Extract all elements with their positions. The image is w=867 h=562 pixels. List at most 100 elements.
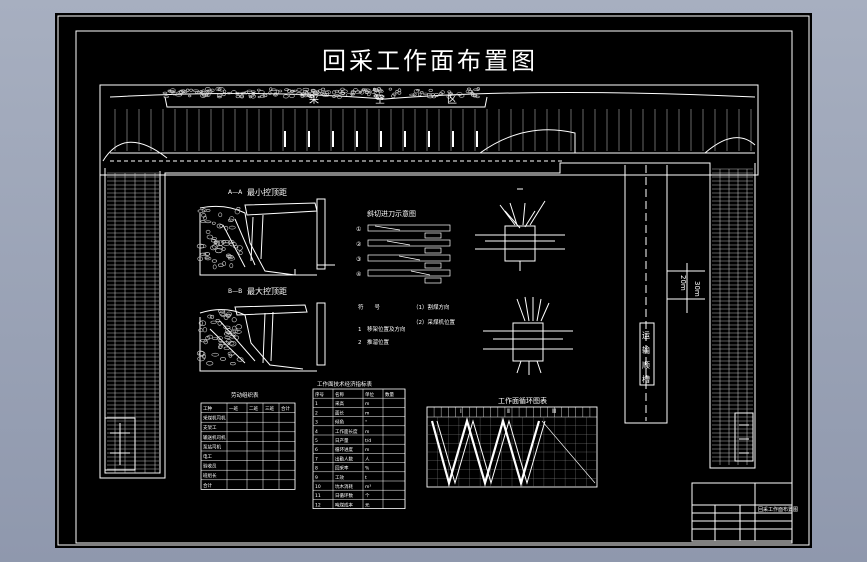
right-bottom-box	[734, 412, 754, 462]
tech-cell: 8	[315, 466, 318, 472]
tech-cell: 日产量	[335, 437, 349, 444]
tech-cell: 7	[315, 456, 318, 462]
tech-cell: 循环进度	[335, 446, 353, 453]
tech-header: 单位	[365, 391, 374, 398]
tech-cell: m³	[365, 484, 371, 490]
transport-roadway	[624, 165, 668, 424]
tech-header: 序号	[315, 391, 324, 398]
dimension-lines	[667, 263, 705, 313]
cycle-diagonal	[541, 420, 596, 484]
dim-20m: 20m	[679, 275, 687, 291]
goaf-char-2: 空	[375, 93, 385, 106]
tech-cell: m	[365, 448, 369, 453]
cycle-section-2: Ⅱ	[507, 408, 510, 415]
tech-cell: t	[365, 475, 367, 481]
tech-cell: 11	[315, 493, 321, 499]
personnel-header: 工种	[203, 405, 212, 412]
tech-cell: 5	[315, 438, 318, 444]
tech-cell: 12	[315, 502, 321, 508]
personnel-row-label: 电工	[203, 453, 212, 460]
title-block-name: 回采工作面布置图	[758, 506, 798, 513]
tech-cell: t/d	[365, 438, 371, 444]
tech-cell: 元	[365, 502, 370, 508]
roadway-char-2: 输	[642, 345, 650, 355]
tech-cell: 日循环数	[335, 492, 353, 499]
personnel-table: 工种一班二班三班合计采煤机司机支架工输送机司机泵站司机电工验收员班组长合计	[200, 402, 296, 490]
cycle-line	[430, 417, 541, 488]
outer-frame	[57, 15, 810, 546]
tech-cell: 回采率	[335, 465, 349, 472]
legend-item-2: （1）割煤方向	[413, 303, 450, 311]
section-a-drawing	[196, 198, 335, 276]
tech-cell: 10	[315, 484, 321, 490]
tech-cell: 个	[365, 493, 370, 499]
tech-table-title: 工作面技术经济指标表	[317, 380, 373, 388]
drawing-sheet: 回采工作面布置图 采 空 区 运 输 顺 槽 20m 30m	[55, 13, 812, 548]
personnel-header: 三班	[265, 405, 274, 412]
personnel-row-label: 输送机司机	[203, 434, 226, 441]
cycle-chart	[426, 406, 598, 488]
section-b-title: 最大控顶距	[247, 286, 287, 296]
section-b-drawing	[196, 302, 326, 372]
cut-step-4: ④	[356, 271, 361, 278]
tech-cell: 6	[315, 447, 318, 453]
cycle-section-3: Ⅲ	[552, 408, 556, 415]
support-diagram-bottom	[483, 296, 573, 375]
drawing-title: 回采工作面布置图	[322, 47, 538, 75]
right-roadway	[712, 168, 753, 465]
tech-cell: 4	[315, 429, 318, 435]
cycle-section-1: Ⅰ	[460, 408, 462, 415]
cut-diagram-title: 斜切进刀示意图	[367, 209, 416, 218]
personnel-row-label: 泵站司机	[203, 443, 221, 450]
tech-cell: 坑木消耗	[335, 483, 353, 490]
legend-item-1: 符 号	[358, 303, 381, 311]
tech-cell: 3	[315, 420, 318, 426]
roadway-char-4: 槽	[642, 374, 650, 384]
personnel-row-label: 支架工	[203, 424, 217, 431]
personnel-row-label: 验收员	[203, 463, 217, 470]
legend-item-4: 1 移架位置及方向	[358, 325, 406, 333]
cut-step-1: ①	[356, 226, 361, 233]
goaf-char-1: 采	[309, 94, 319, 106]
tech-cell: 吨煤成本	[335, 501, 353, 508]
personnel-header: 合计	[281, 405, 290, 412]
dim-30m: 30m	[693, 281, 701, 297]
section-b-label: B—B	[228, 288, 242, 295]
personnel-row-label: 合计	[203, 482, 212, 489]
inner-frame	[75, 30, 793, 544]
tech-cell: 采高	[335, 400, 344, 407]
cycle-chart-title: 工作面循环图表	[498, 396, 547, 405]
personnel-table-title: 劳动组织表	[231, 391, 259, 399]
section-a-label: A—A	[228, 189, 243, 196]
legend-item-5: 2 推溜位置	[358, 338, 389, 346]
tech-cell: 出勤人数	[335, 455, 353, 462]
tech-cell: 9	[315, 475, 318, 481]
legend-item-3: （2）采煤机位置	[413, 318, 455, 326]
cut-diagram	[367, 224, 451, 284]
roadway-char-3: 顺	[642, 361, 650, 370]
roadway-char-1: 运	[642, 331, 650, 340]
section-a-title: 最小控顶距	[247, 187, 287, 197]
goaf-char-3: 区	[447, 94, 457, 106]
cycle-line-2	[436, 419, 546, 485]
title-block	[691, 482, 793, 542]
left-bottom-box	[104, 417, 136, 471]
drawing-canvas: 回采工作面布置图 采 空 区 运 输 顺 槽 20m 30m	[57, 15, 810, 546]
face-outline	[99, 162, 756, 479]
tech-cell: °	[365, 420, 367, 426]
tech-cell: m	[365, 430, 369, 435]
left-roadway	[107, 172, 159, 474]
cut-step-2: ②	[356, 241, 362, 248]
cut-step-3: ③	[356, 256, 361, 263]
personnel-header: 一班	[229, 405, 238, 412]
tech-cell: 2	[315, 410, 318, 416]
goaf-belt	[99, 84, 759, 176]
tech-cell: 人	[365, 456, 370, 462]
tech-cell: 倾角	[335, 419, 344, 426]
tech-header: 数量	[385, 391, 394, 398]
tech-cell: %	[365, 466, 370, 472]
tech-cell: 工作面长度	[335, 428, 358, 435]
face-outline-inner	[104, 168, 161, 474]
